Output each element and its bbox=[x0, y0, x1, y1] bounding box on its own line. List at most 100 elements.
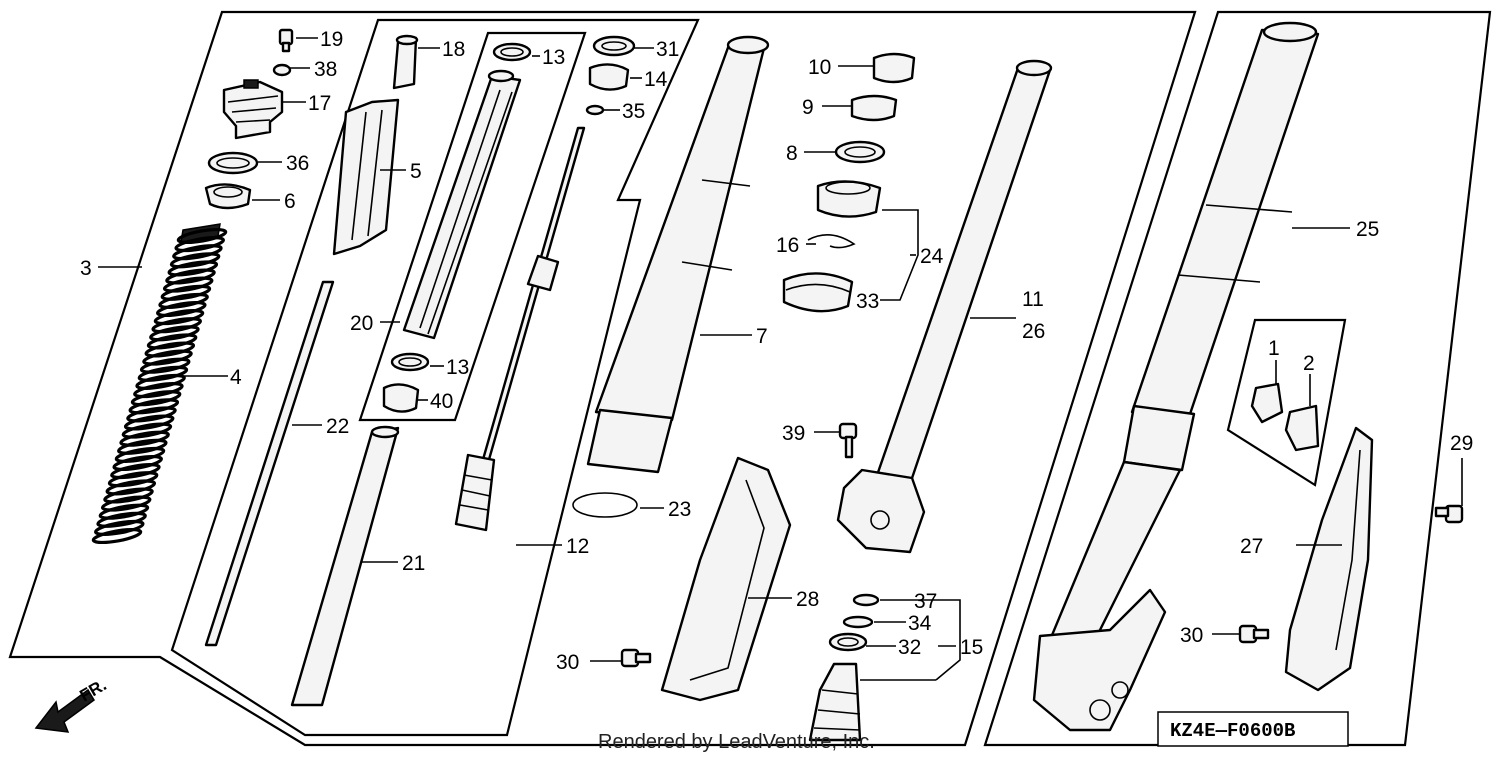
spring-coil bbox=[151, 317, 202, 334]
part-8-back-up-ring bbox=[834, 140, 886, 164]
part-29-bolt bbox=[1434, 504, 1464, 524]
spring-coil bbox=[96, 511, 147, 528]
spring-coils bbox=[91, 227, 228, 545]
callout-12: 12 bbox=[566, 535, 589, 558]
callout-26: 26 bbox=[1022, 320, 1045, 343]
callout-15: 15 bbox=[960, 636, 983, 659]
spring-coil bbox=[153, 309, 205, 326]
part-16-stopper-ring bbox=[807, 234, 856, 249]
callout-6: 6 bbox=[284, 190, 296, 213]
callout-27: 27 bbox=[1240, 535, 1263, 558]
part-7-outer-tube bbox=[586, 35, 770, 474]
callout-13-bottom: 13 bbox=[446, 356, 469, 379]
callout-25: 25 bbox=[1356, 218, 1379, 241]
callout-30-right: 30 bbox=[1180, 624, 1203, 647]
part-6-spring-seat bbox=[204, 183, 252, 210]
part-14-seal bbox=[588, 63, 630, 91]
spring-coil bbox=[142, 349, 193, 366]
frame-guard-group bbox=[1226, 318, 1347, 487]
callout-30-left: 30 bbox=[556, 651, 579, 674]
callout-39: 39 bbox=[782, 422, 805, 445]
part-37-o-ring bbox=[852, 593, 880, 607]
spring-coil bbox=[107, 471, 159, 488]
part-23-snap-ring bbox=[572, 492, 638, 518]
spring-coil bbox=[130, 390, 182, 407]
spring-coil bbox=[112, 454, 163, 472]
part-27-guard bbox=[1284, 426, 1374, 692]
frame-inner-assembly bbox=[170, 18, 700, 737]
spring-coil bbox=[137, 365, 189, 382]
spring-coil bbox=[105, 479, 157, 496]
front-direction-arrow: FR. bbox=[34, 675, 110, 733]
diagram-code: KZ4E—F0600B bbox=[1170, 720, 1295, 742]
callout-29: 29 bbox=[1450, 432, 1473, 455]
callout-21: 21 bbox=[402, 552, 425, 575]
callout-23: 23 bbox=[668, 498, 691, 521]
part-30-bolt-right bbox=[1238, 624, 1270, 644]
callout-35: 35 bbox=[622, 100, 645, 123]
part-4-fork-spring bbox=[91, 223, 228, 545]
callout-28: 28 bbox=[796, 588, 819, 611]
spring-coil bbox=[160, 284, 212, 301]
callout-38: 38 bbox=[314, 58, 337, 81]
callout-20: 20 bbox=[350, 312, 373, 335]
callout-22: 22 bbox=[326, 415, 349, 438]
part-15-adjuster bbox=[808, 662, 862, 742]
callout-14: 14 bbox=[644, 68, 668, 91]
spring-coil bbox=[165, 268, 216, 285]
callout-13-top: 13 bbox=[542, 46, 565, 69]
part-11-inner-tube bbox=[836, 59, 1053, 554]
part-12-damper-rod bbox=[454, 126, 586, 532]
spring-coil bbox=[172, 244, 223, 261]
spring-coil bbox=[167, 260, 219, 277]
part-28-guard bbox=[660, 456, 792, 702]
spring-coil bbox=[144, 341, 196, 358]
part-39-bolt bbox=[838, 422, 858, 459]
frame-outer-left bbox=[8, 10, 1197, 747]
callout-7: 7 bbox=[756, 325, 768, 348]
callout-31: 31 bbox=[656, 38, 679, 61]
part-30-bolt-left bbox=[620, 648, 652, 668]
spring-coil bbox=[146, 333, 198, 350]
spring-coil bbox=[135, 373, 186, 390]
callout-17: 17 bbox=[308, 92, 331, 115]
spring-coil bbox=[174, 236, 225, 253]
callout-9: 9 bbox=[802, 96, 814, 119]
part-9-bushing bbox=[850, 94, 898, 122]
spring-coil bbox=[123, 414, 175, 431]
part-21-pipe bbox=[290, 425, 400, 707]
callout-8: 8 bbox=[786, 142, 798, 165]
callout-10: 10 bbox=[808, 56, 831, 79]
spring-coil bbox=[156, 300, 207, 318]
part-38-washer bbox=[272, 63, 292, 77]
spring-coil bbox=[94, 519, 145, 536]
part-24-oil-seal bbox=[816, 180, 882, 218]
spring-coil bbox=[91, 527, 143, 545]
callout-36: 36 bbox=[286, 152, 309, 175]
part-20-cartridge bbox=[402, 69, 522, 340]
part-25-fork-assembly bbox=[1032, 21, 1320, 732]
spring-coil bbox=[117, 438, 168, 455]
part-22-push-rod bbox=[204, 280, 335, 647]
part-13-o-ring-top bbox=[492, 42, 532, 62]
part-32-washer bbox=[828, 632, 868, 652]
callout-11: 11 bbox=[1022, 288, 1044, 311]
callout-34: 34 bbox=[908, 612, 932, 635]
callout-labels: 19 38 17 36 6 3 4 18 5 20 22 21 13 13 40… bbox=[80, 28, 1473, 674]
callout-24: 24 bbox=[920, 245, 944, 268]
part-10-bushing bbox=[872, 52, 916, 84]
part-5-spring-guide bbox=[332, 98, 400, 256]
spring-coil bbox=[149, 325, 200, 342]
callout-37: 37 bbox=[914, 590, 937, 613]
part-19-bolt bbox=[278, 28, 294, 53]
spring-coil bbox=[114, 446, 166, 463]
leader-lines bbox=[98, 37, 1463, 681]
frame-cartridge-group bbox=[358, 31, 587, 422]
spring-coil bbox=[110, 463, 161, 480]
spring-coil bbox=[128, 398, 180, 415]
callout-32: 32 bbox=[898, 636, 921, 659]
spring-coil bbox=[119, 430, 170, 447]
part-2-plate bbox=[1284, 404, 1320, 452]
callout-2: 2 bbox=[1303, 352, 1315, 375]
part-35-washer bbox=[585, 104, 605, 116]
